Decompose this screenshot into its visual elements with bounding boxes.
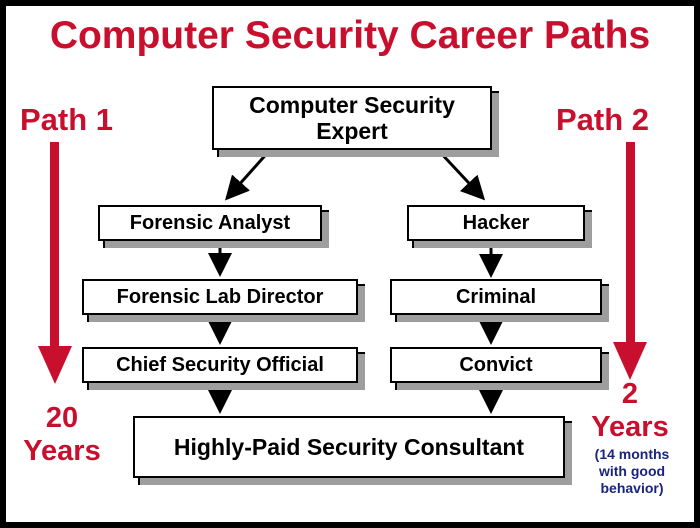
path2-arrow: [613, 142, 647, 380]
node-chief-security-official: Chief Security Official: [82, 347, 358, 383]
node-highly-paid-security-consultant: Highly-Paid Security Consultant: [133, 416, 565, 478]
path1-duration-unit: Years: [23, 435, 101, 467]
path2-note: (14 months with good behavior): [582, 446, 682, 497]
node-computer-security-expert: Computer Security Expert: [212, 86, 492, 150]
connector-arrows: [38, 142, 647, 414]
slide: Computer Security Career Paths Path 1 Pa…: [6, 6, 694, 522]
path1-duration: 20 Years: [10, 402, 114, 468]
node-computer-security-expert-line1: Computer Security: [249, 92, 455, 118]
path2-duration-unit: Years: [591, 411, 669, 443]
path1-arrow: [38, 142, 72, 384]
path1-label: Path 1: [20, 102, 114, 137]
path2-note-line2: with good: [598, 463, 666, 479]
path2-note-line1: (14 months: [594, 446, 670, 462]
node-forensic-analyst: Forensic Analyst: [98, 205, 322, 241]
path2-label: Path 2: [556, 102, 650, 137]
arrow-to-forensic-analyst: [225, 149, 272, 201]
arrow-to-hacker: [436, 148, 486, 201]
path1-duration-number: 20: [45, 402, 79, 434]
path2-duration-number: 2: [621, 378, 639, 410]
node-convict: Convict: [390, 347, 602, 383]
page-title: Computer Security Career Paths: [49, 14, 651, 57]
node-computer-security-expert-line2: Expert: [316, 118, 388, 144]
node-forensic-lab-director: Forensic Lab Director: [82, 279, 358, 315]
node-criminal: Criminal: [390, 279, 602, 315]
path2-note-line3: behavior): [600, 480, 664, 496]
node-hacker: Hacker: [407, 205, 585, 241]
path2-duration: 2 Years: [578, 378, 682, 444]
